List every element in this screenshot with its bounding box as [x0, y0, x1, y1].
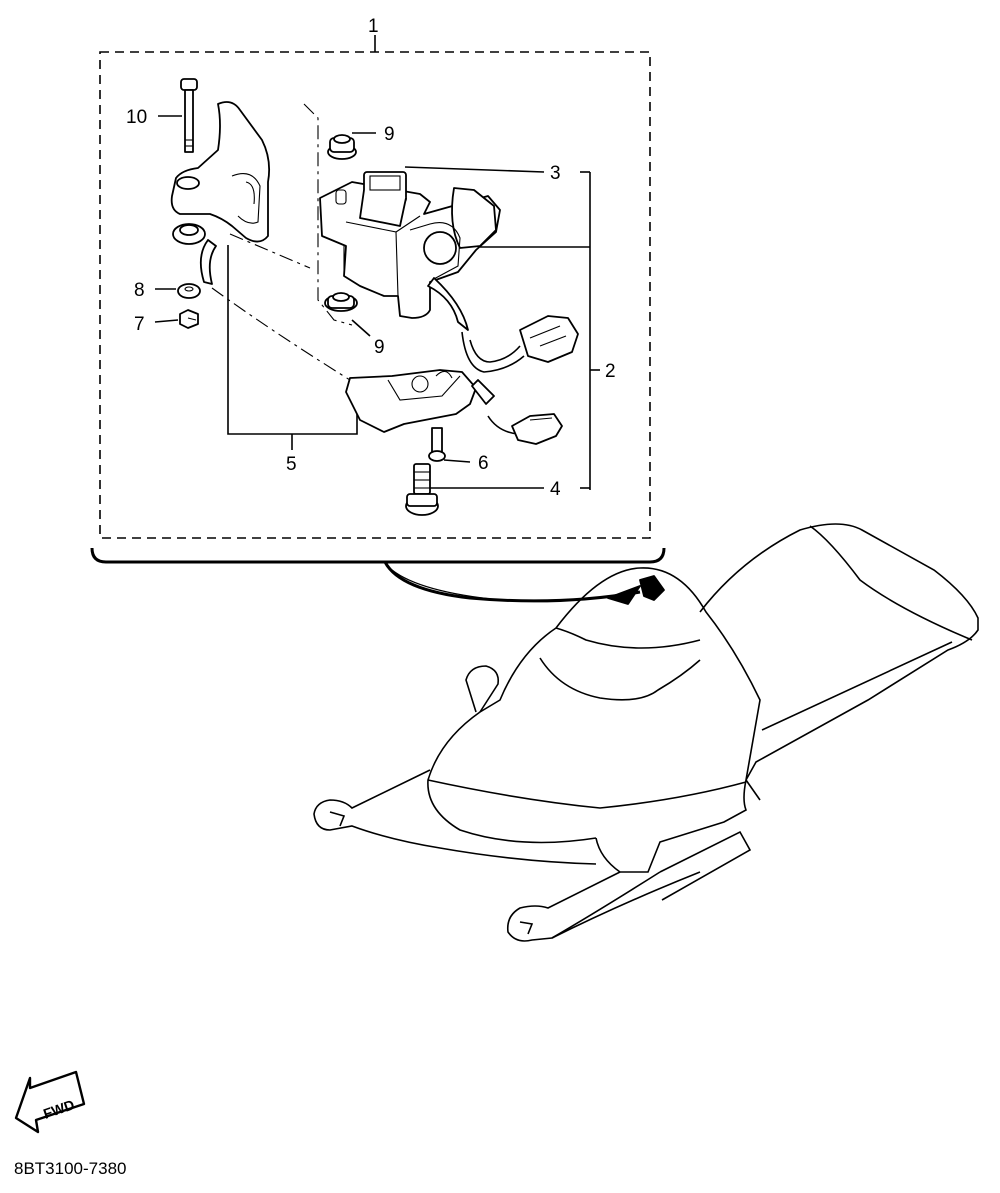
grommet-9-bottom: [324, 292, 358, 312]
screw-6: [428, 427, 446, 462]
callout-7: 7: [134, 314, 145, 335]
bolt-10: [180, 78, 198, 153]
grommet-9-top: [327, 134, 357, 160]
snowmobile-outline: [313, 523, 979, 942]
callout-9-top: 9: [384, 124, 395, 145]
callout-5: 5: [286, 454, 297, 475]
fwd-arrow-icon: FWD: [14, 1070, 86, 1134]
callout-numbers: 1 10 9 3 8 7 9 2 5 6 4: [126, 16, 616, 500]
bolt-4: [405, 463, 439, 516]
regulator-3: [319, 171, 501, 319]
washer-8: [177, 283, 201, 299]
callout-1: 1: [368, 16, 379, 37]
callout-2: 2: [605, 361, 616, 382]
cover-5: [345, 369, 563, 445]
callout-3: 3: [550, 163, 561, 184]
callout-6: 6: [478, 453, 489, 474]
callout-4: 4: [550, 479, 561, 500]
regulator-harness: [427, 277, 579, 373]
diagram-code: 8BT3100-7380: [14, 1159, 126, 1178]
nut-7: [179, 309, 199, 329]
mounting-bracket: [170, 101, 271, 285]
callout-9-bottom: 9: [374, 337, 385, 358]
callout-8: 8: [134, 280, 145, 301]
callout-10: 10: [126, 107, 147, 128]
assembly-boundary: [90, 35, 666, 564]
location-pointer: [383, 561, 665, 605]
